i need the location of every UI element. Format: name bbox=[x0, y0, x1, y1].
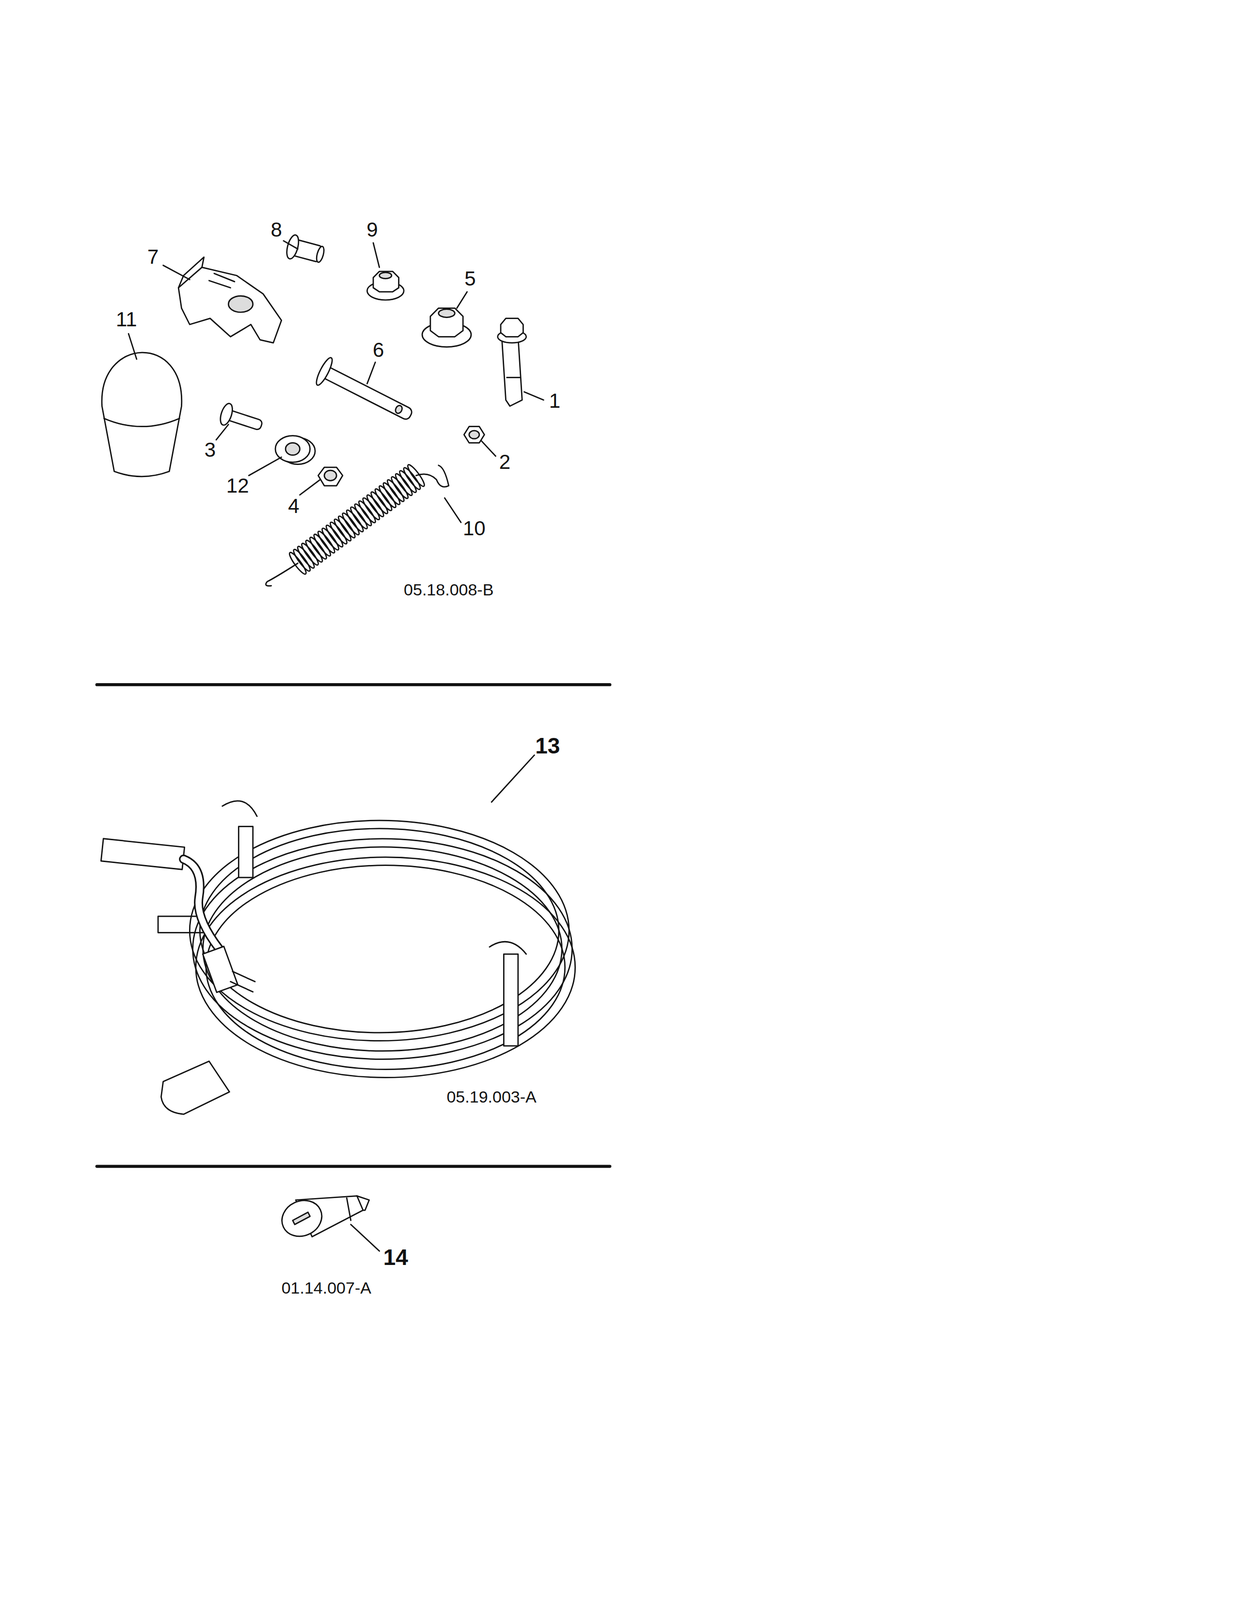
spring-coil bbox=[352, 502, 374, 527]
figure-code: 05.19.003-A bbox=[446, 1088, 537, 1105]
spring-coil bbox=[332, 517, 354, 542]
extension-cord bbox=[100, 800, 575, 1114]
callout-number: 5 bbox=[464, 268, 476, 289]
callout-number: 4 bbox=[287, 495, 300, 517]
spring-coil bbox=[295, 544, 317, 570]
spring-coil bbox=[336, 514, 358, 539]
pin bbox=[313, 355, 418, 429]
callout-number: 3 bbox=[204, 439, 216, 460]
spring-coil bbox=[344, 508, 366, 534]
washer bbox=[275, 435, 316, 465]
shoulder-bolt bbox=[218, 401, 265, 437]
knob bbox=[101, 352, 182, 477]
callout-number: 2 bbox=[499, 451, 511, 473]
flange-nut bbox=[422, 308, 472, 348]
bolt bbox=[497, 318, 527, 407]
spring-coil bbox=[291, 547, 313, 573]
spring-coil bbox=[381, 480, 403, 506]
spring-coil bbox=[385, 477, 407, 503]
figure-code: 01.14.007-A bbox=[281, 1279, 372, 1296]
callout-number: 8 bbox=[270, 219, 282, 240]
spring-coil bbox=[311, 532, 333, 558]
spring-coil bbox=[299, 541, 321, 567]
callout-number: 1 bbox=[549, 390, 561, 412]
callout-number: 10 bbox=[462, 518, 486, 539]
spring-coil bbox=[319, 526, 341, 552]
spring-coil bbox=[393, 472, 415, 497]
spring bbox=[265, 462, 449, 586]
spring-coil bbox=[389, 475, 411, 500]
spring-coil bbox=[373, 487, 395, 512]
leader-lines bbox=[128, 240, 544, 1252]
flange-nut bbox=[366, 271, 404, 301]
callout-number: 9 bbox=[366, 219, 378, 240]
spring-coil bbox=[401, 465, 423, 491]
spring-coil bbox=[348, 505, 370, 530]
spring-coil bbox=[405, 462, 427, 488]
nut bbox=[317, 467, 343, 486]
spring-coil bbox=[324, 523, 346, 549]
callout-number: 13 bbox=[535, 734, 560, 757]
callout-number: 6 bbox=[372, 339, 384, 361]
spring-coil bbox=[303, 538, 325, 564]
spring-coil bbox=[340, 511, 362, 537]
separator-rule bbox=[96, 682, 610, 686]
spring-coil bbox=[356, 499, 378, 524]
figure-code: 05.18.008-B bbox=[403, 581, 494, 598]
callout-number: 14 bbox=[383, 1245, 409, 1268]
spring-coil bbox=[316, 529, 337, 555]
spring-coil bbox=[360, 496, 382, 522]
callout-number: 7 bbox=[147, 246, 159, 268]
bracket bbox=[178, 256, 282, 343]
spring-coil bbox=[364, 492, 386, 518]
spring-coil bbox=[377, 484, 398, 509]
spring-coil bbox=[368, 490, 390, 515]
callout-number: 12 bbox=[226, 475, 250, 496]
callout-number: 11 bbox=[115, 309, 138, 330]
spring-coil bbox=[397, 468, 419, 494]
bushing bbox=[284, 233, 327, 267]
separator-rule bbox=[96, 1164, 610, 1168]
primer-bulb bbox=[276, 1193, 370, 1243]
spring-coil bbox=[307, 535, 329, 561]
spring-coil bbox=[328, 520, 349, 546]
spring-coil bbox=[287, 550, 309, 576]
